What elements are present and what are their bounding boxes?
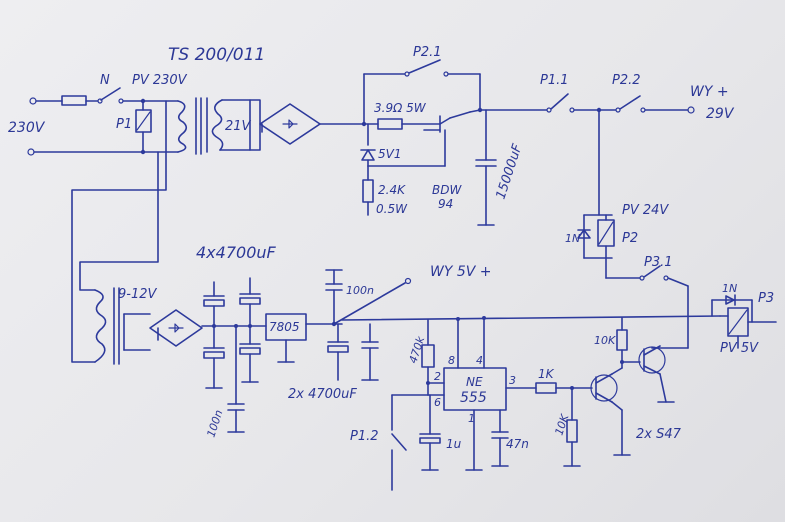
label-pin-3: 3 (509, 374, 516, 387)
label-transistor-bdw: BDW (432, 183, 462, 197)
secondary-9-12v-section (94, 277, 267, 433)
label-resistor-470k: 470k (406, 334, 427, 365)
label-pin-1: 1 (468, 412, 475, 425)
zener-5v1 (361, 149, 375, 161)
label-resistor-1k: 1K (538, 367, 555, 381)
label-switch-p1-1: P1.1 (540, 73, 569, 88)
switch-p1-2 (391, 433, 407, 451)
label-fuse: N (100, 73, 110, 88)
switch-p1-1 (550, 93, 569, 110)
caps-4x4700 (203, 277, 261, 389)
bridge-rectifier-9-12v (149, 309, 203, 347)
regulator-7805-section (265, 269, 721, 381)
fuse-symbol (61, 95, 87, 106)
label-cap-47n: 47n (506, 437, 529, 451)
label-diode-p3: 1N (722, 282, 737, 295)
regulator-29v-section (360, 59, 695, 226)
driver-transistors (590, 317, 675, 456)
switch-p2-2 (619, 95, 641, 110)
label-zener: 5V1 (378, 147, 401, 161)
label-caps-2x4700: 2x 4700uF (288, 387, 357, 402)
label-output-5v: WY 5V + (430, 264, 492, 280)
switch-p2-1 (408, 59, 441, 74)
label-switch-p1-2: P1.2 (350, 429, 379, 444)
schematic-labels: 230V N PV 230V P1 TS 200/011 21V P2.1 3.… (8, 45, 774, 451)
label-cap-1u: 1u (446, 437, 462, 451)
label-transistors: 2x S47 (636, 427, 682, 442)
label-output-wy: WY + (690, 84, 729, 100)
label-switch-p3-1: P3.1 (644, 255, 673, 270)
label-relay-rating: PV 230V (132, 73, 188, 88)
resistor-1k (535, 382, 557, 394)
label-switch-p2-2: P2.2 (612, 73, 641, 88)
label-secondary-9-12v: 9-12V (118, 287, 158, 302)
label-transformer: TS 200/011 (168, 45, 265, 65)
label-relay-p1: P1 (116, 117, 132, 132)
label-cap-100n-bottom: 100n (204, 408, 225, 439)
label-resistor-power: 0.5W (376, 202, 408, 216)
label-caps-4x4700: 4x4700uF (196, 243, 277, 262)
label-pin-8: 8 (448, 354, 455, 367)
label-cap-15000: 15000uF (494, 142, 526, 201)
label-switch-p2-1: P2.1 (413, 45, 442, 60)
mains-switch (100, 87, 121, 101)
resistor-3r9 (377, 118, 403, 130)
mains-input-section (27, 87, 179, 156)
label-cap-100n-top: 100n (346, 284, 374, 297)
label-pin-2: 2 (434, 370, 441, 383)
label-relay-p3-rating: PV 5V (720, 341, 759, 356)
relay-p3-section (711, 294, 777, 349)
resistor-10k-collector (616, 329, 628, 351)
ne555-section (391, 316, 593, 491)
label-relay-p3: P3 (758, 291, 774, 306)
label-pin-6: 6 (434, 396, 441, 409)
label-resistor-2k4: 2.4K (378, 183, 406, 197)
label-regulator: 7805 (269, 320, 300, 334)
label-resistor-3r9: 3.9Ω 5W (374, 101, 427, 115)
ne555-ic (443, 367, 507, 411)
label-relay-p2: P2 (622, 231, 638, 246)
switch-p3-1 (643, 265, 661, 278)
output-29v-terminal (687, 106, 695, 114)
output-5v-terminal (404, 277, 412, 285)
label-secondary-21v: 21V (225, 119, 252, 134)
label-transistor-94: 94 (438, 197, 453, 211)
label-diode-p2: 1N (565, 232, 580, 245)
label-mains-voltage: 230V (8, 120, 46, 136)
label-ic-ne: NE (466, 375, 483, 389)
transformer-primary (71, 97, 202, 363)
label-relay-p2-rating: PV 24V (622, 203, 669, 218)
label-resistor-10k-base: 10K (552, 412, 571, 437)
label-resistor-10k-collector: 10K (594, 334, 616, 347)
secondary-21v-section (206, 97, 365, 153)
label-ic-555: 555 (460, 390, 487, 406)
resistor-2k4 (362, 179, 374, 203)
label-output-29v: 29V (706, 106, 735, 122)
label-pin-4: 4 (476, 354, 483, 367)
